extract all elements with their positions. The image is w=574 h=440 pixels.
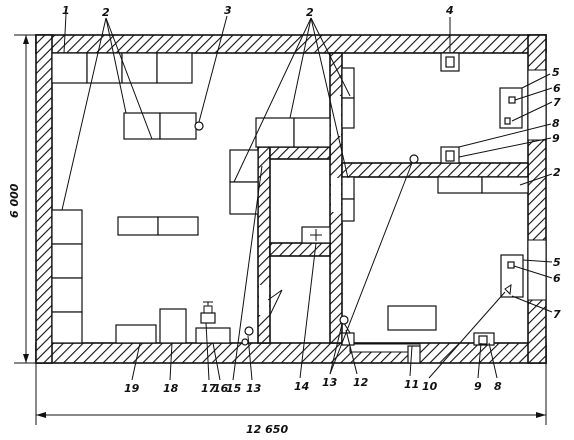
callout-8-top: 8: [552, 117, 560, 130]
callout-5-bottom: 5: [553, 256, 561, 269]
callout-2-center: 2: [306, 6, 314, 19]
callout-13-left: 13: [246, 382, 262, 395]
callout-15: 15: [226, 382, 242, 395]
callout-1: 1: [62, 4, 70, 17]
callout-7-bottom: 7: [553, 308, 561, 321]
interior-walls: [257, 52, 529, 344]
callout-2-right: 2: [553, 166, 561, 179]
callout-9-bottom: 9: [474, 380, 482, 393]
openings: [259, 69, 547, 353]
callout-labels: 1 2 3 2 4 5 6 7 8 9 2 5 6 7 19 18 17 16 …: [62, 4, 561, 395]
callout-17: 17: [201, 382, 217, 395]
callout-12: 12: [353, 376, 369, 389]
callout-14: 14: [294, 380, 309, 393]
callout-11: 11: [404, 378, 419, 391]
callout-5-top: 5: [552, 66, 560, 79]
height-dimension: 6 000: [8, 183, 21, 218]
fixtures: [194, 121, 419, 346]
callout-9-top: 9: [552, 132, 560, 145]
callout-16: 16: [213, 382, 229, 395]
callout-18: 18: [163, 382, 179, 395]
callout-6-bottom: 6: [553, 272, 561, 285]
callout-19: 19: [124, 382, 140, 395]
callout-3: 3: [224, 4, 232, 17]
leader-lines: [61, 13, 553, 381]
callout-6-top: 6: [553, 82, 561, 95]
callout-7-top: 7: [553, 96, 561, 109]
callout-10: 10: [422, 380, 438, 393]
callout-8-bottom: 8: [494, 380, 502, 393]
dimension-lines: 6 000 12 650: [8, 34, 547, 436]
width-dimension: 12 650: [246, 423, 288, 436]
equipment: [51, 52, 529, 364]
outer-walls: [35, 34, 547, 364]
callout-13-right: 13: [322, 376, 338, 389]
callout-2-left: 2: [102, 6, 110, 19]
callout-4: 4: [445, 4, 454, 17]
